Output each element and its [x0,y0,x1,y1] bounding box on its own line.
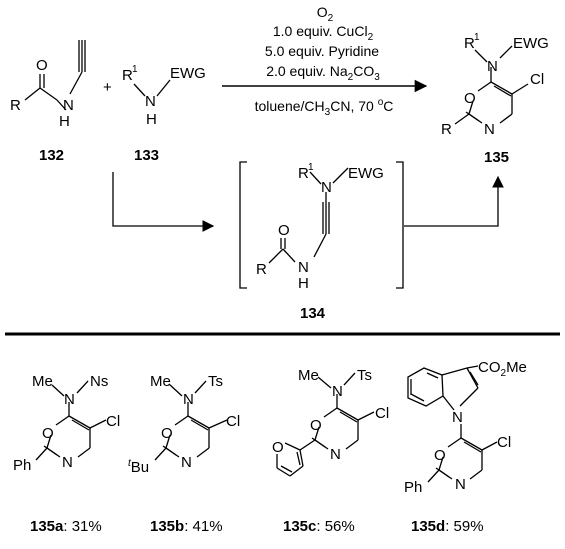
atom-r-133: R [122,67,133,84]
label-134: 134 [300,305,326,322]
atom-cl-135a: Cl [106,413,120,430]
atom-r-135: R [464,35,475,52]
atom-r1-134: 1 [308,162,314,173]
atom-cl-135b: Cl [226,413,240,430]
atom-o-134: O [278,222,290,239]
atom-me-135b: Me [150,373,171,390]
compound-135b-structure [154,380,228,461]
atom-n-135d: N [452,409,463,426]
reagent-pyridine: 5.0 equiv. Pyridine [265,43,379,59]
atom-tbu-135b: tBu [128,458,149,476]
reaction-conditions: toluene/CH3CN, 70 oC [255,97,394,118]
atom-ewg-135: EWG [513,35,549,52]
atom-n2-135d: N [455,476,466,493]
yield-135c: 135c: 56% [283,518,355,535]
atom-n-133: N [145,93,156,110]
atom-o-135: O [464,90,476,107]
atom-h-134: H [298,275,309,292]
atom-ns-135a: Ns [90,373,108,390]
atom-n2-135b: N [181,454,192,471]
label-135: 135 [484,149,509,166]
yield-135d: 135d: 59% [411,518,484,535]
arrow-to-product [404,175,504,227]
atom-n2-134: N [298,259,309,276]
atom-r1-133: 1 [132,64,138,75]
atom-o2-135c: O [272,439,284,456]
atom-ewg-134: EWG [348,165,384,182]
bracket-right [396,161,404,289]
yield-135a: 135a: 31% [30,518,102,535]
atom-r2-134: R [256,261,267,278]
atom-ts-135c: Ts [357,367,372,384]
atom-n-135b: N [183,391,194,408]
compound-134-structure [268,167,349,264]
atom-o-135a: O [42,425,54,442]
compound-133-structure [133,79,171,97]
atom-cl-135c: Cl [375,405,389,422]
atom-h-133: H [146,111,157,128]
bracket-left [239,161,247,289]
atom-n2-135a: N [62,454,73,471]
atom-n2-135: N [484,121,495,138]
atom-n2-135c: N [330,446,341,463]
atom-me-135c: Me [298,367,319,384]
compound-135c-structure [276,372,375,477]
atom-o-132: O [36,57,48,74]
label-133: 133 [134,147,159,164]
atom-me-135a: Me [32,373,53,390]
atom-n-134: N [321,179,332,196]
atom-cl-135: Cl [530,71,544,88]
atom-o-135b: O [161,425,173,442]
atom-r2-135: R [441,121,452,138]
atom-r-134: R [298,165,309,182]
atom-cl-135d: Cl [497,434,511,451]
compound-135-structure [454,45,529,125]
compound-135d-structure [407,365,498,483]
atom-h-132: H [59,113,70,130]
atom-o-135c: O [310,417,322,434]
yield-135b: 135b: 41% [150,518,223,535]
reagent-o2: O2 [317,4,334,24]
atom-r-132: R [10,97,21,114]
atom-o-135d: O [434,447,446,464]
reagent-na2co3: 2.0 equiv. Na2CO3 [266,63,380,83]
atom-co2me-135d: CO2Me [478,359,527,379]
atom-ph-135d: Ph [404,479,422,496]
reagent-cucl2: 1.0 equiv. CuCl2 [273,23,374,43]
compound-132-structure [24,40,86,111]
atom-n-135a: N [64,391,75,408]
atom-n-135: N [487,58,498,75]
atom-r1-135: 1 [474,32,480,43]
arrow-to-intermediate [112,172,215,232]
atom-ph-135a: Ph [13,457,31,474]
atom-n-132: N [63,97,74,114]
label-132: 132 [39,147,64,164]
atom-n-135c: N [332,383,343,400]
compound-135a-structure [35,380,107,461]
plus-sign: + [103,79,112,96]
atom-ewg-133: EWG [170,65,206,82]
atom-ts-135b: Ts [208,373,223,390]
